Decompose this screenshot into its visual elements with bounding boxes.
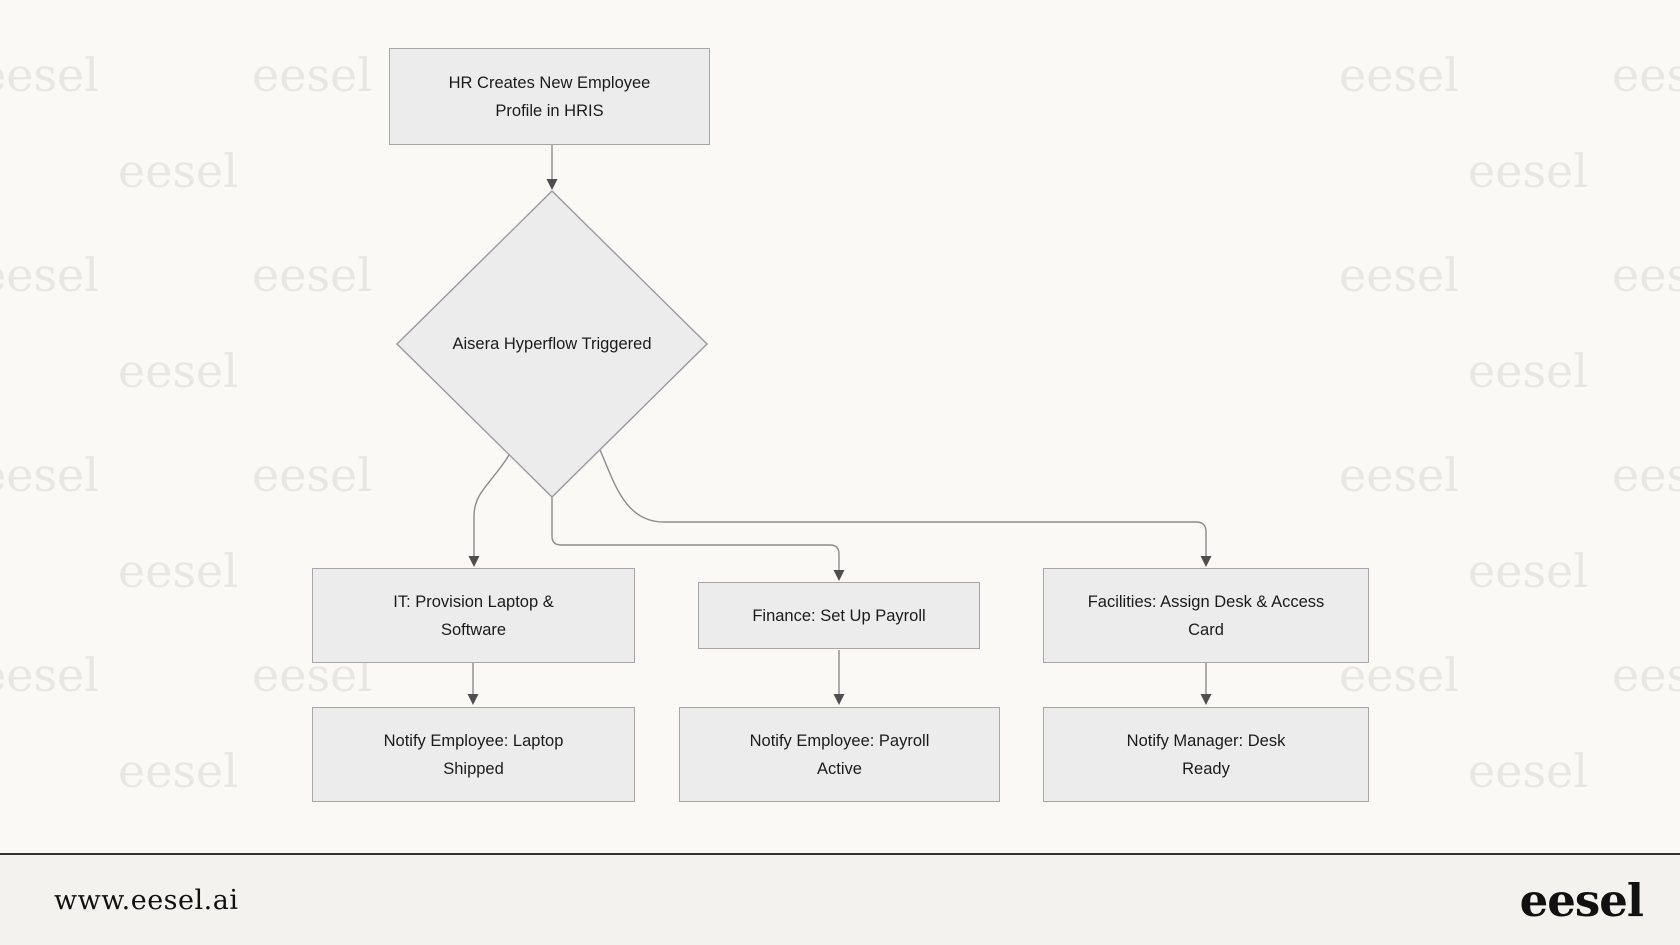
- node-label: Aisera Hyperflow Triggered: [452, 335, 652, 353]
- watermark-text: eesel: [1339, 448, 1459, 502]
- watermark-text: eesel: [1612, 648, 1680, 702]
- node-hr-creates-profile: HR Creates New Employee Profile in HRIS: [389, 48, 710, 145]
- watermark-text: eesel: [1468, 744, 1588, 798]
- node-notify-payroll-active: Notify Employee: Payroll Active: [679, 707, 1000, 802]
- node-label: Notify Employee: Laptop Shipped: [383, 731, 564, 778]
- watermark-text: eesel: [1468, 344, 1588, 398]
- watermark-text: eesel: [1339, 248, 1459, 302]
- watermark-text: eesel: [0, 248, 99, 302]
- eesel-logo: eesel: [1519, 873, 1644, 927]
- node-notify-desk-ready: Notify Manager: Desk Ready: [1043, 707, 1369, 802]
- watermark-text: eesel: [252, 448, 372, 502]
- watermark-text: eesel: [0, 48, 99, 102]
- watermark-text: eesel: [252, 48, 372, 102]
- node-finance-payroll: Finance: Set Up Payroll: [698, 582, 980, 649]
- node-hyperflow-diamond: [396, 190, 708, 498]
- watermark-text: eesel: [118, 744, 238, 798]
- watermark-text: eesel: [1468, 544, 1588, 598]
- watermark-text: eesel: [252, 248, 372, 302]
- watermark-text: eesel: [0, 648, 99, 702]
- watermark-text: eesel: [1339, 48, 1459, 102]
- watermark-text: eesel: [0, 448, 99, 502]
- watermark-text: eesel: [118, 144, 238, 198]
- node-label: Notify Employee: Payroll Active: [749, 731, 930, 778]
- footer-url: www.eesel.ai: [54, 884, 239, 916]
- node-label: HR Creates New Employee Profile in HRIS: [448, 73, 651, 120]
- node-label: IT: Provision Laptop & Software: [393, 592, 554, 639]
- node-label: Finance: Set Up Payroll: [752, 606, 926, 625]
- footer: www.eesel.ai eesel: [0, 853, 1680, 945]
- node-label: Facilities: Assign Desk & Access Card: [1087, 592, 1325, 639]
- flowchart-canvas: eeseleeseleeseleeseleeseleeseleeseleesel…: [0, 48, 1680, 802]
- watermark-text: eesel: [1612, 248, 1680, 302]
- node-facilities-desk: Facilities: Assign Desk & Access Card: [1043, 568, 1369, 663]
- node-notify-laptop-shipped: Notify Employee: Laptop Shipped: [312, 707, 635, 802]
- node-label: Notify Manager: Desk Ready: [1126, 731, 1286, 778]
- node-it-provision: IT: Provision Laptop & Software: [312, 568, 635, 663]
- watermark-text: eesel: [1468, 144, 1588, 198]
- watermark-text: eesel: [118, 544, 238, 598]
- watermark-text: eesel: [118, 344, 238, 398]
- watermark-text: eesel: [1612, 48, 1680, 102]
- watermark-text: eesel: [1612, 448, 1680, 502]
- connector-lines: [467, 145, 1212, 705]
